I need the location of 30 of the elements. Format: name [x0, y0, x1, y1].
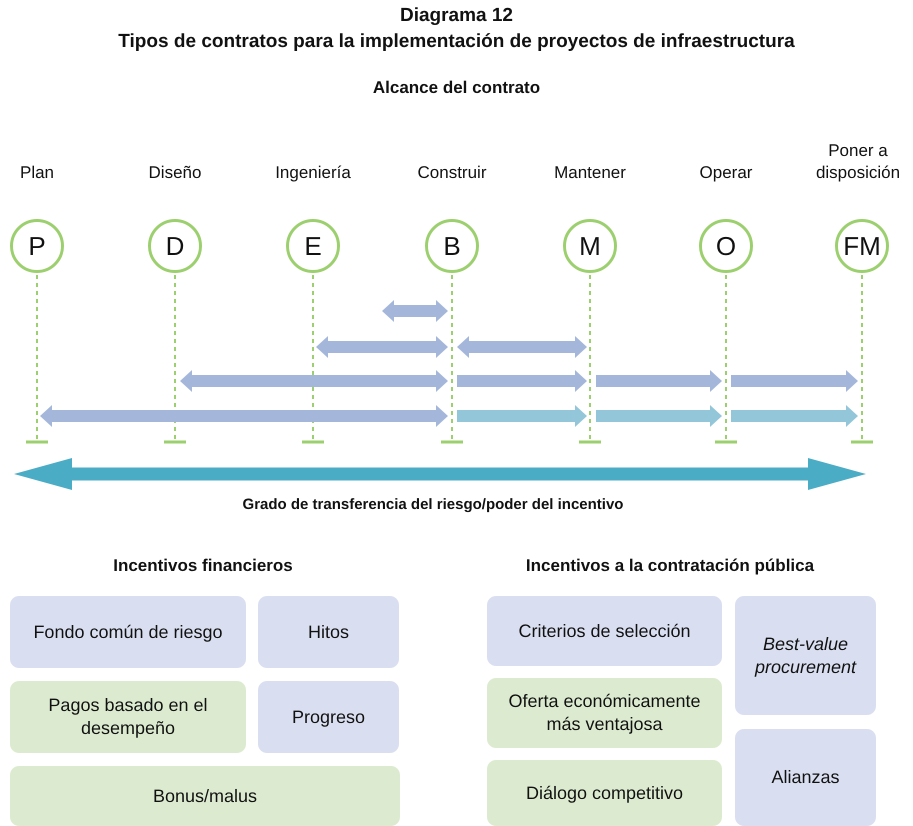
stage-circle: P [10, 219, 64, 273]
stage-circle: B [425, 219, 479, 273]
incentive-box: Bonus/malus [10, 766, 400, 826]
stage-label: Poner a disposición [814, 140, 902, 184]
diagram-subtitle: Tipos de contratos para la implementación de proyectos de infraestructura [117, 31, 796, 53]
stage-label: Diseño [148, 162, 202, 184]
stage-label: Construir [416, 162, 488, 184]
incentive-box: Progreso [258, 681, 399, 753]
diagram-title: Diagrama 12 [398, 5, 514, 27]
stage-label: Ingeniería [274, 162, 352, 184]
section-heading: Incentivos financieros [112, 556, 294, 576]
axis-heading: Alcance del contrato [372, 78, 542, 98]
incentive-box: Diálogo competitivo [487, 760, 722, 826]
incentive-box: Alianzas [735, 729, 876, 826]
stage-circle: D [148, 219, 202, 273]
axis-caption: Grado de transferencia del riesgo/poder del incentivo [242, 496, 624, 513]
incentive-box: Pagos basado en el desempeño [10, 681, 246, 753]
stage-circle: M [563, 219, 617, 273]
incentive-box: Oferta económicamente más ventajosa [487, 678, 722, 748]
stage-circle: E [286, 219, 340, 273]
section-heading: Incentivos a la contratación pública [524, 556, 816, 576]
incentive-box: Best-value procurement [735, 596, 876, 715]
incentive-box: Hitos [258, 596, 399, 668]
stage-circle: FM [835, 219, 889, 273]
stage-label: Operar [698, 162, 754, 184]
stage-label: Plan [18, 162, 56, 184]
stage-circle: O [699, 219, 753, 273]
stage-label: Mantener [553, 162, 627, 184]
incentive-box: Fondo común de riesgo [10, 596, 246, 668]
incentive-box: Criterios de selección [487, 596, 722, 666]
